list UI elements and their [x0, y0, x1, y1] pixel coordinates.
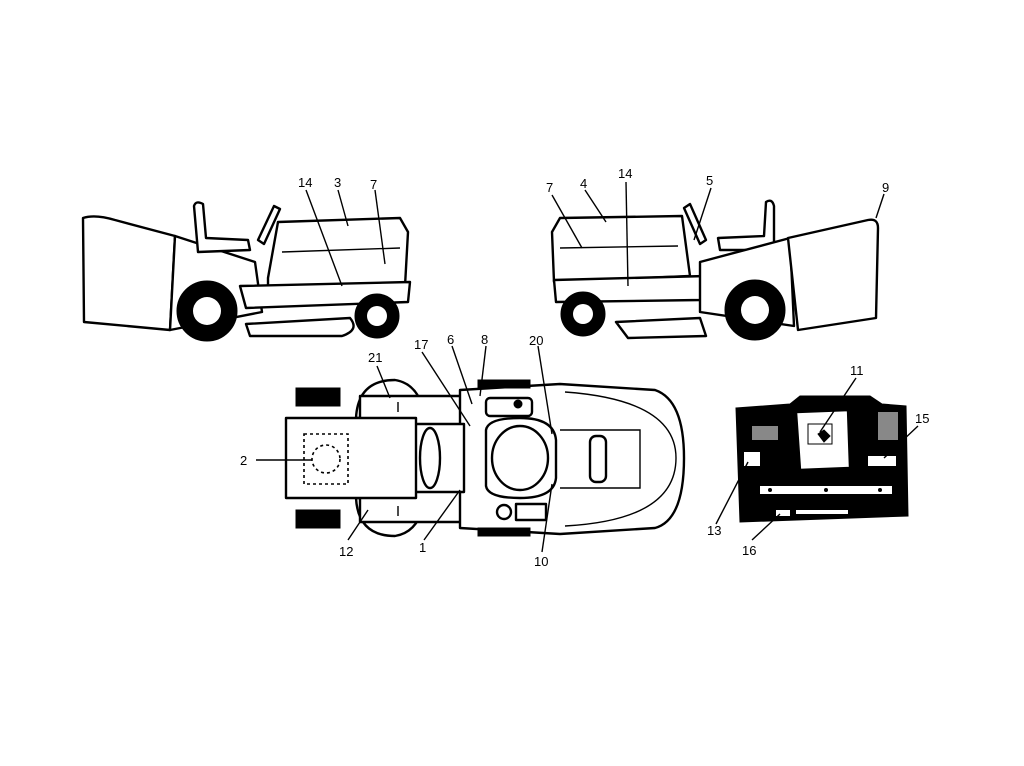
- mower-right-side-view: [550, 199, 880, 341]
- tunnel-end: [418, 426, 442, 490]
- callout-13: 13: [707, 523, 721, 538]
- bolt-left: [768, 488, 772, 492]
- fuel-cap: [495, 503, 513, 521]
- front-bumper-bottom: [477, 527, 531, 537]
- rear-wheel-hub: [193, 297, 221, 325]
- hood: [266, 216, 410, 292]
- throttle-control: [484, 396, 534, 418]
- center-decal-symbol: [817, 429, 831, 443]
- decal-16-marker: [776, 510, 790, 516]
- hood-line: [559, 245, 679, 249]
- mower-deck: [244, 316, 355, 338]
- panel-slot: [796, 510, 848, 514]
- rear-wheel-hub: [741, 296, 769, 324]
- callout-3: 3: [334, 175, 341, 190]
- callout-7-left: 7: [370, 177, 377, 192]
- dash-panel-detail: [735, 395, 909, 523]
- checker-left: [752, 426, 778, 440]
- hood-outline: [564, 391, 677, 527]
- callout-12: 12: [339, 544, 353, 559]
- bag-top: [284, 416, 418, 500]
- hood-line: [281, 247, 401, 253]
- callout-9: 9: [882, 180, 889, 195]
- leader-lines: [256, 181, 919, 553]
- dash-panel: [560, 429, 641, 489]
- steering-wheel: [682, 202, 708, 246]
- control-panel: [514, 502, 548, 522]
- mower-deck: [614, 316, 708, 340]
- seat-cushion: [490, 424, 550, 492]
- checker-right: [878, 412, 898, 440]
- callout-labels: 14 3 7 7 4 14 5 9 2 21 17 6 8 20 10 1 12…: [240, 166, 929, 569]
- callout-8: 8: [481, 332, 488, 347]
- mower-left-side-view: [81, 201, 412, 342]
- rear-wheel-top: [295, 387, 341, 407]
- rear-wheel-bottom: [295, 509, 341, 529]
- rear-bag: [81, 215, 177, 332]
- seat: [716, 199, 776, 252]
- decal-15-marker: [868, 456, 896, 466]
- callout-6: 6: [447, 332, 454, 347]
- rear-bag: [786, 218, 880, 332]
- mower-top-view: [284, 378, 686, 538]
- bolt-right: [878, 488, 882, 492]
- front-bumper-top: [477, 379, 531, 389]
- callout-14-left: 14: [298, 175, 312, 190]
- steering-column: [588, 434, 608, 484]
- callout-21: 21: [368, 350, 382, 365]
- front-wheel-hub: [573, 304, 593, 324]
- callout-17: 17: [414, 337, 428, 352]
- callout-20: 20: [529, 333, 543, 348]
- callout-10: 10: [534, 554, 548, 569]
- callout-5: 5: [706, 173, 713, 188]
- throttle-knob: [513, 399, 523, 409]
- steering-wheel: [256, 204, 282, 246]
- bolt-mid: [824, 488, 828, 492]
- bag-decal-circle: [311, 444, 341, 474]
- bag-decal-outline: [303, 433, 349, 485]
- callout-1: 1: [419, 540, 426, 555]
- callout-16: 16: [742, 543, 756, 558]
- callout-2: 2: [240, 453, 247, 468]
- callout-14-right: 14: [618, 166, 632, 181]
- front-wheel-hub: [367, 306, 387, 326]
- callout-4: 4: [580, 176, 587, 191]
- callout-15: 15: [915, 411, 929, 426]
- hood: [550, 214, 692, 284]
- callout-7-right: 7: [546, 180, 553, 195]
- callout-11: 11: [850, 363, 864, 378]
- seat: [192, 201, 252, 254]
